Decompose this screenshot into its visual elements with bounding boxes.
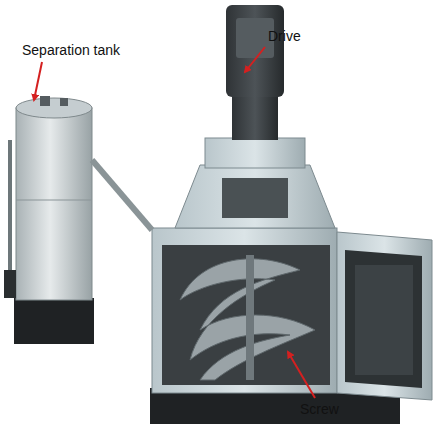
callout-label: Separation tank: [22, 42, 120, 58]
callout-label: Screw: [300, 401, 339, 417]
callout-label: Drive: [268, 28, 301, 44]
